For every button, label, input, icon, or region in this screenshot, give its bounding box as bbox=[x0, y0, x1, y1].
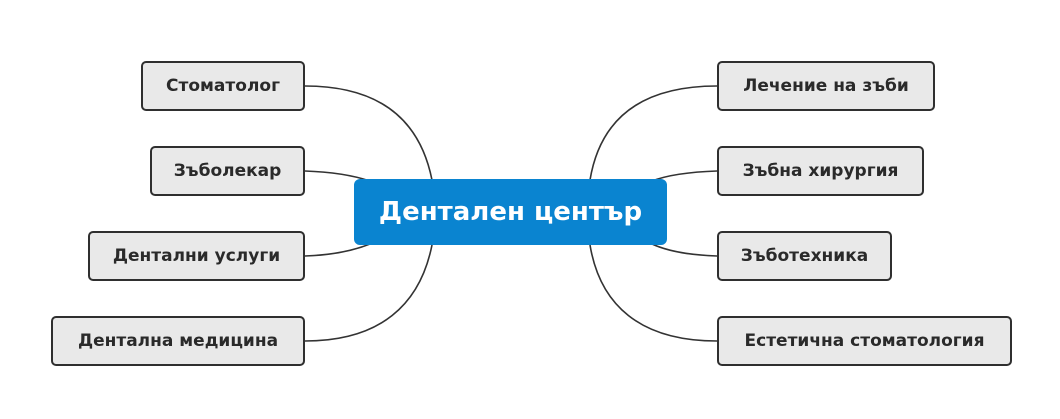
central-topic-label: Дентален център bbox=[378, 197, 643, 227]
topic-zabolekar[interactable]: Зъболекар bbox=[150, 146, 305, 196]
topic-label: Зъботехника bbox=[740, 246, 869, 266]
connector-left-0 bbox=[304, 85, 433, 181]
topic-label: Зъбна хирургия bbox=[742, 161, 899, 181]
topic-esteticha-stomatologia[interactable]: Естетична стоматология bbox=[717, 316, 1012, 366]
topic-label: Дентална медицина bbox=[77, 331, 279, 351]
central-topic[interactable]: Дентален център bbox=[354, 179, 667, 245]
topic-label: Естетична стоматология bbox=[744, 331, 985, 351]
topic-lechenie-na-zabi[interactable]: Лечение на зъби bbox=[717, 61, 935, 111]
topic-dentalna-medicina[interactable]: Дентална медицина bbox=[51, 316, 305, 366]
topic-zabotehnika[interactable]: Зъботехника bbox=[717, 231, 892, 281]
topic-dentalni-uslugi[interactable]: Дентални услуги bbox=[88, 231, 305, 281]
topic-label: Зъболекар bbox=[173, 161, 282, 181]
connector-right-0 bbox=[589, 85, 718, 181]
topic-zabna-hirurgia[interactable]: Зъбна хирургия bbox=[717, 146, 924, 196]
topic-label: Стоматолог bbox=[166, 76, 280, 96]
topic-stomatolog[interactable]: Стоматолог bbox=[141, 61, 305, 111]
connector-left-2 bbox=[304, 243, 371, 257]
connector-right-3 bbox=[589, 244, 718, 342]
topic-label: Лечение на зъби bbox=[743, 76, 909, 96]
connector-left-3 bbox=[304, 244, 433, 342]
connector-right-2 bbox=[651, 243, 718, 257]
topic-label: Дентални услуги bbox=[112, 246, 281, 266]
